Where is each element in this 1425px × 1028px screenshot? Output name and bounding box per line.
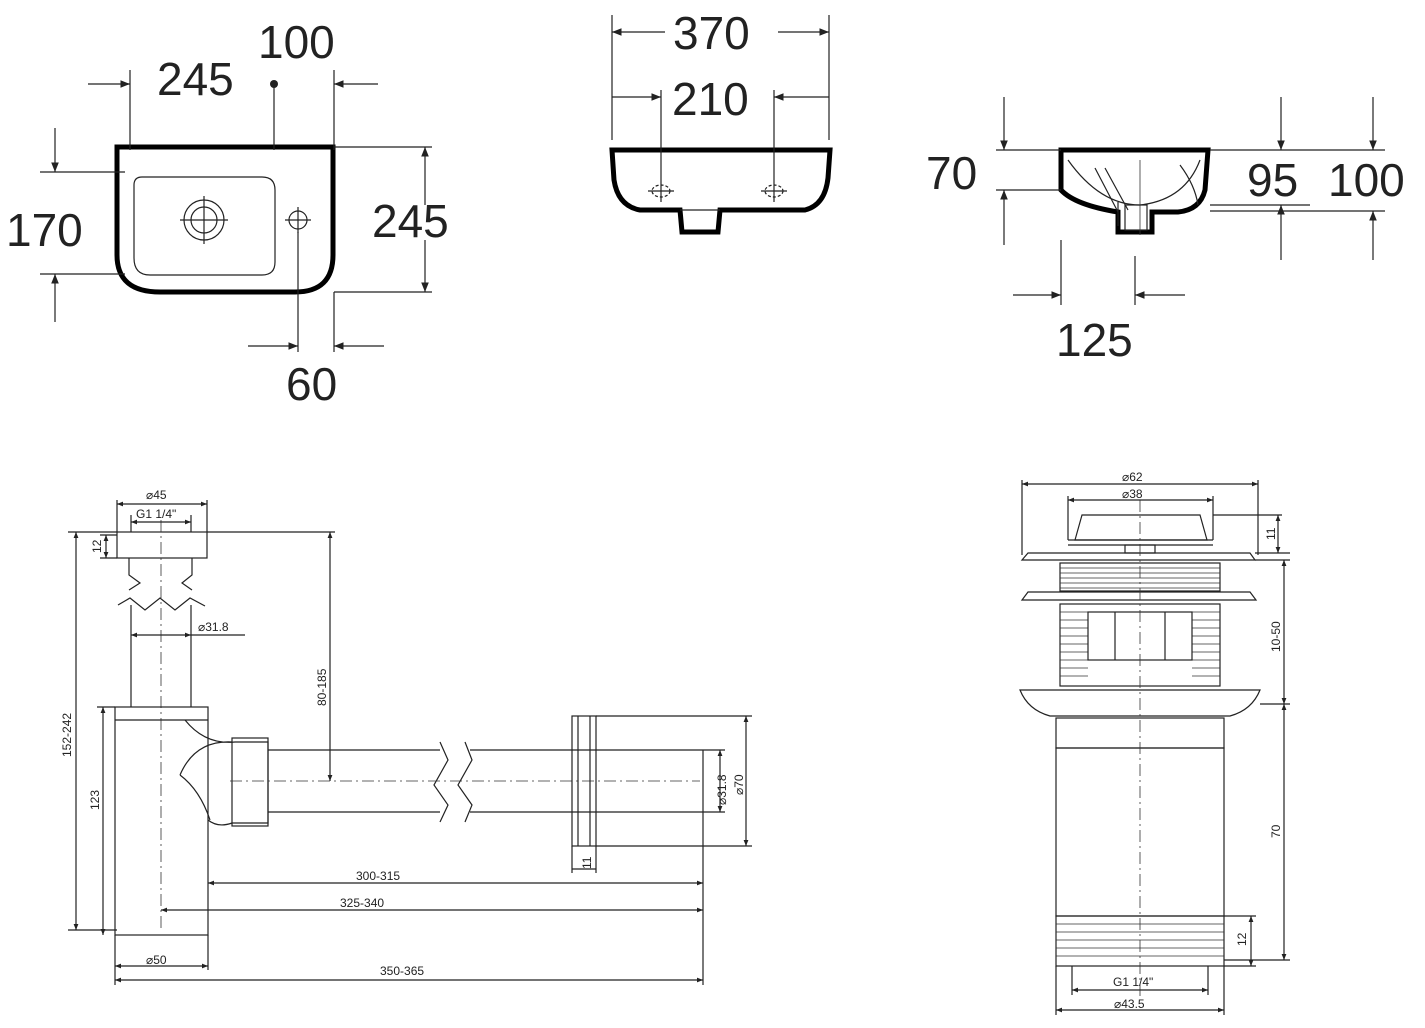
siphon-dim-g114: G1 1/4" [136,507,176,521]
siphon-wall-flange [571,715,597,847]
basin-side-outline [1058,147,1211,235]
dim-height-95: 95 [1247,154,1298,206]
dim-width-370: 370 [673,7,750,59]
basin-outline [114,144,336,295]
bottle-siphon-drawing: ⌀45 G1 1/4" ⌀31.8 ⌀50 300-315 325-340 35… [60,488,752,985]
siphon-dim-325-340: 325-340 [340,896,384,910]
siphon-dim-152-242: 152-242 [60,713,74,757]
waste-dim-70: 70 [1269,824,1283,838]
waste-dim-11: 11 [1264,527,1278,540]
tap-hole-icon [285,207,311,233]
waste-dim-g114: G1 1/4" [1113,975,1153,989]
siphon-dim-300-315: 300-315 [356,869,400,883]
siphon-dim-d318-top: ⌀31.8 [198,620,229,634]
waste-dim-d62: ⌀62 [1122,470,1143,484]
pop-up-waste-drawing: ⌀62 ⌀38 G1 1/4" ⌀43.5 11 10-50 70 12 [1019,470,1290,1015]
siphon-bottle [114,706,209,936]
dim-width-245: 245 [157,53,234,105]
siphon-dim-d50: ⌀50 [146,953,167,967]
siphon-dim-350-365: 350-365 [380,964,424,978]
waste-cap [1074,514,1208,541]
basin-bowl [133,176,276,276]
siphon-dim-12: 12 [90,539,104,553]
waste-dim-d435: ⌀43.5 [1114,997,1145,1011]
dim-bowl-170: 170 [6,204,83,256]
siphon-dim-d45: ⌀45 [146,488,167,502]
siphon-dim-d318-right: ⌀31.8 [715,774,729,805]
dim-depth-125: 125 [1056,314,1133,366]
siphon-top-nut [116,531,208,559]
basin-front-view: 370 210 [609,7,833,235]
basin-front-outline [609,147,833,235]
siphon-dim-123: 123 [88,790,102,810]
waste-dim-d38: ⌀38 [1122,487,1143,501]
waste-flange [1019,689,1261,717]
tap-hole-right-icon [761,180,787,202]
waste-dim-10-50: 10-50 [1269,621,1283,652]
dim-depth-245: 245 [372,195,449,247]
dim-offset-60: 60 [286,358,337,410]
siphon-elbow-nut [231,737,269,827]
dim-height-100: 100 [1328,154,1405,206]
drain-icon [180,196,228,244]
basin-side-section: 70 95 100 125 [926,97,1405,366]
tap-hole-left-icon [648,180,674,202]
siphon-dim-11: 11 [580,856,594,869]
dim-tap-100: 100 [258,16,335,68]
waste-dim-12: 12 [1235,932,1249,946]
dim-height-70: 70 [926,147,977,199]
siphon-dim-80-185: 80-185 [315,668,329,706]
basin-top-view: 245 100 170 245 60 [6,16,449,410]
siphon-dim-d70: ⌀70 [732,774,746,795]
dim-tap-centres-210: 210 [672,73,749,125]
